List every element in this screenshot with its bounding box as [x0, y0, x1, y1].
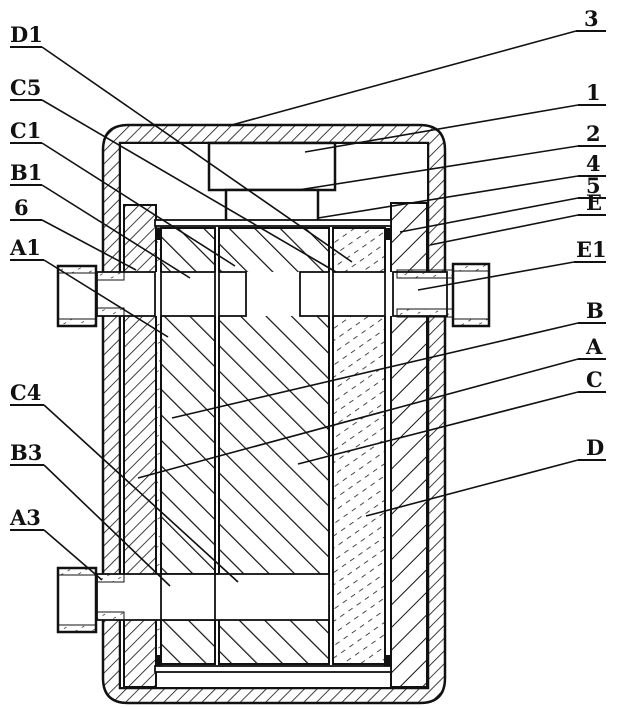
lower-pipe [96, 573, 330, 621]
fitting-a3 [56, 566, 125, 634]
label-c5: C5 [10, 75, 41, 100]
label-e1: E1 [576, 237, 607, 262]
leader-lines [10, 30, 606, 587]
label-d: D [586, 435, 604, 460]
fitting-a1 [56, 264, 125, 328]
label-6: 6 [14, 195, 29, 220]
callout-labels: 3 D1 1 C5 2 C1 4 B1 5 6 E A1 E1 B A C C4… [9, 6, 607, 530]
top-rail [154, 219, 392, 227]
label-d1: D1 [10, 22, 43, 47]
label-1: 1 [586, 80, 601, 105]
upper-pipe [96, 271, 448, 317]
label-3: 3 [584, 6, 599, 31]
label-a: A [585, 334, 603, 359]
top-block [207, 141, 337, 225]
label-e: E [586, 190, 602, 215]
label-4: 4 [586, 151, 601, 176]
label-c: C [586, 367, 603, 392]
bottom-rail [154, 665, 392, 673]
label-2: 2 [586, 121, 601, 146]
label-a1: A1 [9, 235, 41, 260]
label-b1: B1 [10, 160, 42, 185]
label-b3: B3 [10, 440, 42, 465]
label-c4: C4 [10, 380, 41, 405]
label-b: B [586, 298, 604, 323]
fitting-e1 [396, 262, 491, 328]
label-a3: A3 [9, 505, 41, 530]
label-c1: C1 [10, 118, 41, 143]
label-5: 5 [586, 173, 601, 198]
